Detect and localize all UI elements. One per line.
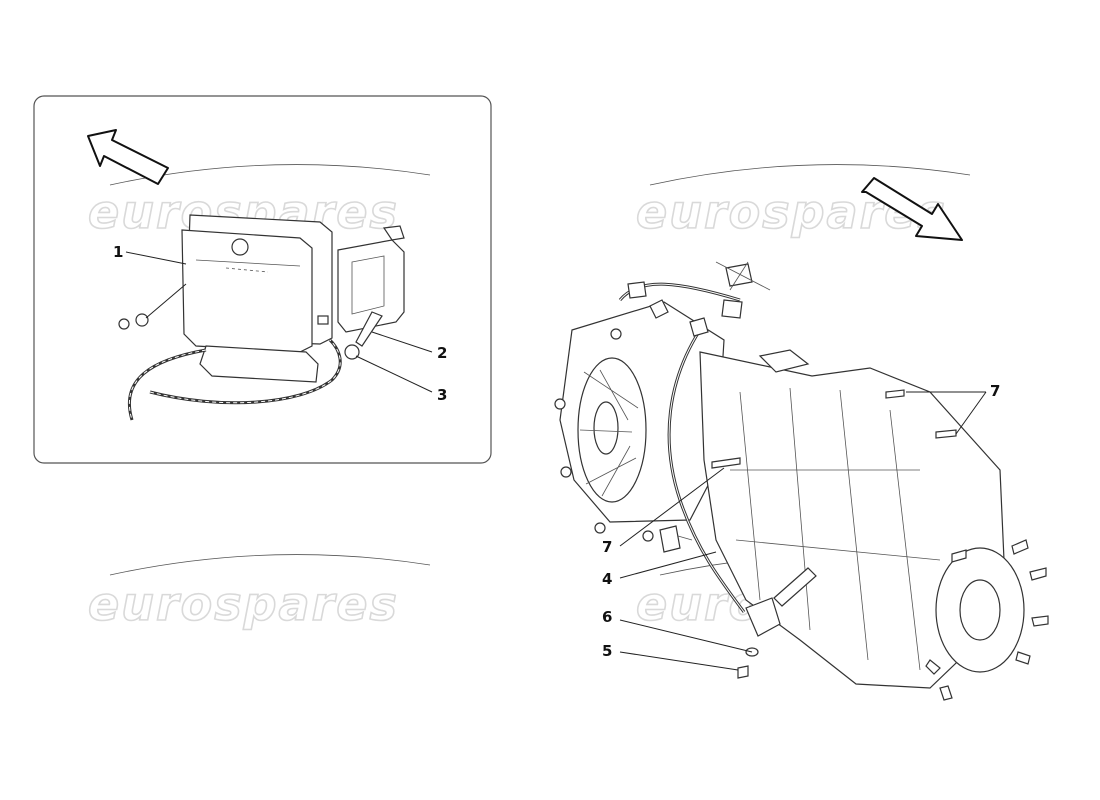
main-leaders xyxy=(619,391,987,671)
callout-2: 2 xyxy=(437,344,447,362)
callout-4: 4 xyxy=(602,570,612,588)
callout-3: 3 xyxy=(437,386,447,404)
watermark-text: eurospares xyxy=(88,577,399,631)
control-unit xyxy=(118,214,405,421)
watermark-text: eurospares xyxy=(88,185,399,239)
arrow-up-left-icon xyxy=(87,129,169,185)
callout-5: 5 xyxy=(602,642,612,660)
gearbox xyxy=(554,261,1049,701)
callout-6: 6 xyxy=(602,608,612,626)
callout-7: 7 xyxy=(990,382,1000,400)
arrow-down-right-icon xyxy=(861,177,963,241)
callout-1: 1 xyxy=(113,243,123,261)
inset-leaders xyxy=(125,251,433,393)
callout-7: 7 xyxy=(602,538,612,556)
inset-frame xyxy=(33,95,492,464)
studs-output xyxy=(925,539,1049,701)
